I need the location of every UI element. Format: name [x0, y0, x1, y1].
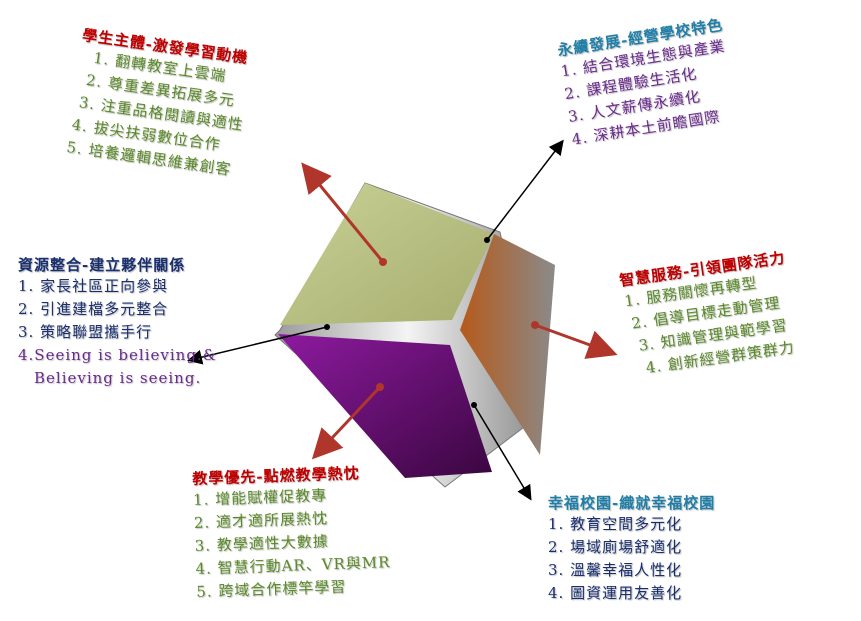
- cube-left-face: [278, 334, 492, 478]
- arrow-to-resource: [187, 326, 328, 365]
- arrow-to-teaching: [311, 385, 382, 460]
- arrow-dot: [531, 321, 539, 329]
- happy-item: 3. 溫馨幸福人性化: [548, 561, 683, 579]
- happy-title: 幸福校園-織就幸福校園: [548, 494, 716, 512]
- resource-item: 2. 引進建檔多元整合: [18, 300, 169, 318]
- teaching-block: 教學優先-點燃教學熱忱 1. 增能賦權促教專 2. 適才適所展熱忱 3. 教學適…: [192, 461, 392, 604]
- resource-item: 3. 策略聯盟攜手行: [18, 323, 153, 341]
- resource-item: 4.Seeing is believing.&: [18, 346, 218, 364]
- happy-block: 幸福校園-織就幸福校園 1. 教育空間多元化 2. 場域廁場舒適化 3. 溫馨幸…: [548, 492, 715, 605]
- arrow-to-happy: [473, 404, 532, 501]
- happy-item: 1. 教育空間多元化: [548, 515, 683, 533]
- resource-item: Believing is seeing.: [34, 369, 202, 387]
- student-block: 學生主體-激發學習動機 1. 翻轉教室上雲端 2. 尊重差異拓展多元 3. 注重…: [65, 24, 254, 183]
- resource-title: 資源整合-建立夥伴關係: [18, 256, 186, 274]
- arrow-dot: [324, 324, 330, 330]
- resource-block: 資源整合-建立夥伴關係 1. 家長社區正向參與 2. 引進建檔多元整合 3. 策…: [18, 254, 217, 390]
- smart-block: 智慧服務-引領團隊活力 1. 服務關懷再轉型 2. 倡導目標走動管理 3. 知識…: [618, 247, 799, 382]
- arrow-to-sustain: [486, 139, 564, 241]
- arrow-dot: [484, 237, 490, 243]
- arrow-dot: [376, 383, 384, 391]
- happy-item: 2. 場域廁場舒適化: [548, 538, 683, 556]
- cube-right-face: [460, 234, 555, 455]
- happy-item: 4. 圖資運用友善化: [548, 584, 683, 602]
- arrow-to-smart: [534, 323, 618, 359]
- arrow-to-student: [301, 162, 385, 263]
- resource-item: 1. 家長社區正向參與: [18, 277, 169, 295]
- arrow-dot: [471, 402, 477, 408]
- arrow-dot: [379, 258, 387, 266]
- cube-top-face: [280, 183, 494, 325]
